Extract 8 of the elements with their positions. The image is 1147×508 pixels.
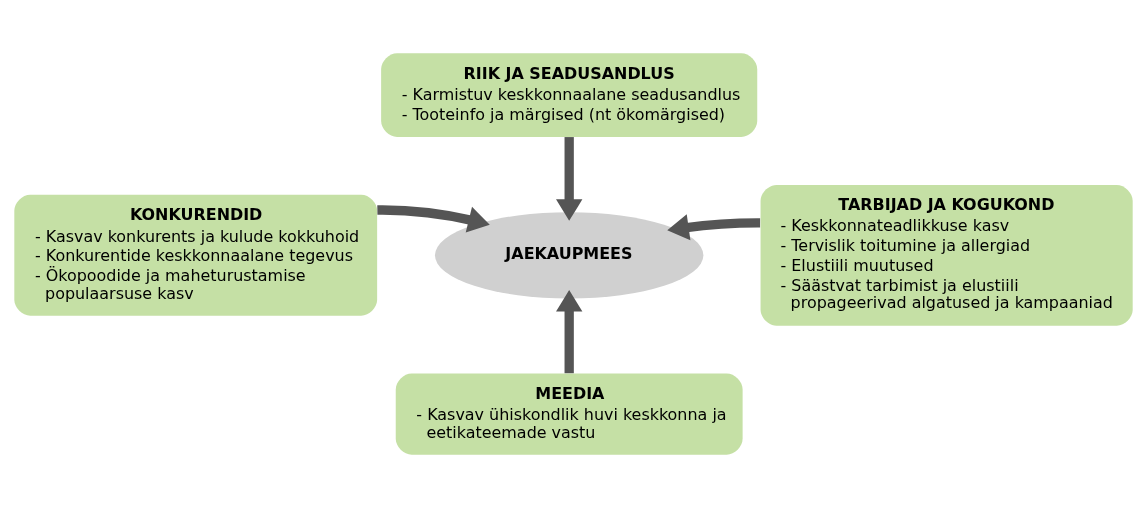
node-box: TARBIJAD JA KOGUKOND - Keskkonnateadlikkuse kasv - Tervislik toitumine ja allergiad - Elustiili muutused - Säästvat tarbimist ja elustiili propageerivad algatused ja kampaaniad <box>760 184 1133 326</box>
node-box: RIIK JA SEADUSANDLUS - Karmistuv keskkonnaalane seadusandlus - Tooteinfo ja märgised (nt ökomärgised) <box>381 53 758 138</box>
node-box: KONKURENDID - Kasvav konkurents ja kulude kokkuhoid - Konkurentide keskkonnaalane tegevus - Ökopoodide ja maheturustamise populaarsuse kasv <box>14 194 378 316</box>
arrow <box>556 290 583 374</box>
node-box: MEEDIA - Kasvav ühiskondlik huvi keskkonna ja eetikateemade vastu <box>395 373 743 455</box>
arrow <box>667 214 761 241</box>
arrow <box>556 137 583 221</box>
arrow <box>377 205 490 233</box>
